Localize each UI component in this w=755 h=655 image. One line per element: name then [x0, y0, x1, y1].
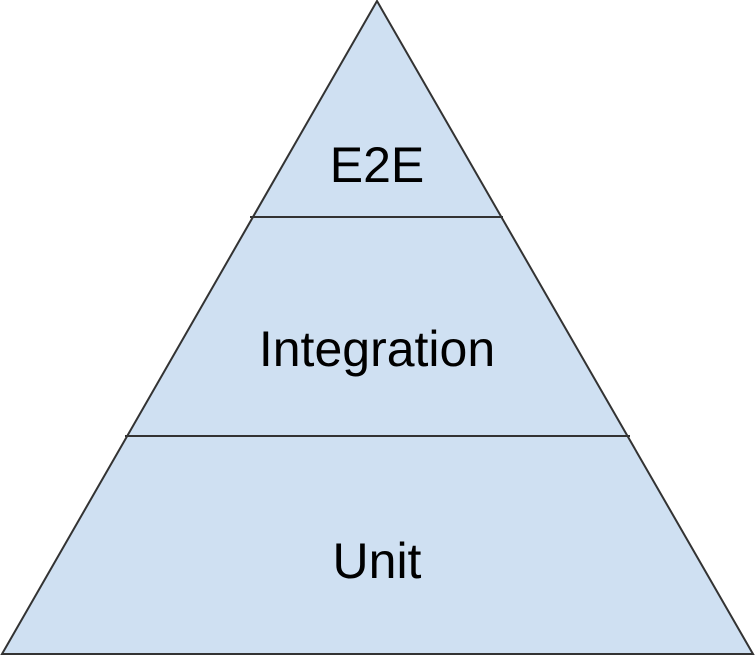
- tier-label-integration: Integration: [259, 321, 495, 377]
- tier-label-e2e: E2E: [330, 137, 425, 193]
- tier-label-unit: Unit: [333, 533, 422, 589]
